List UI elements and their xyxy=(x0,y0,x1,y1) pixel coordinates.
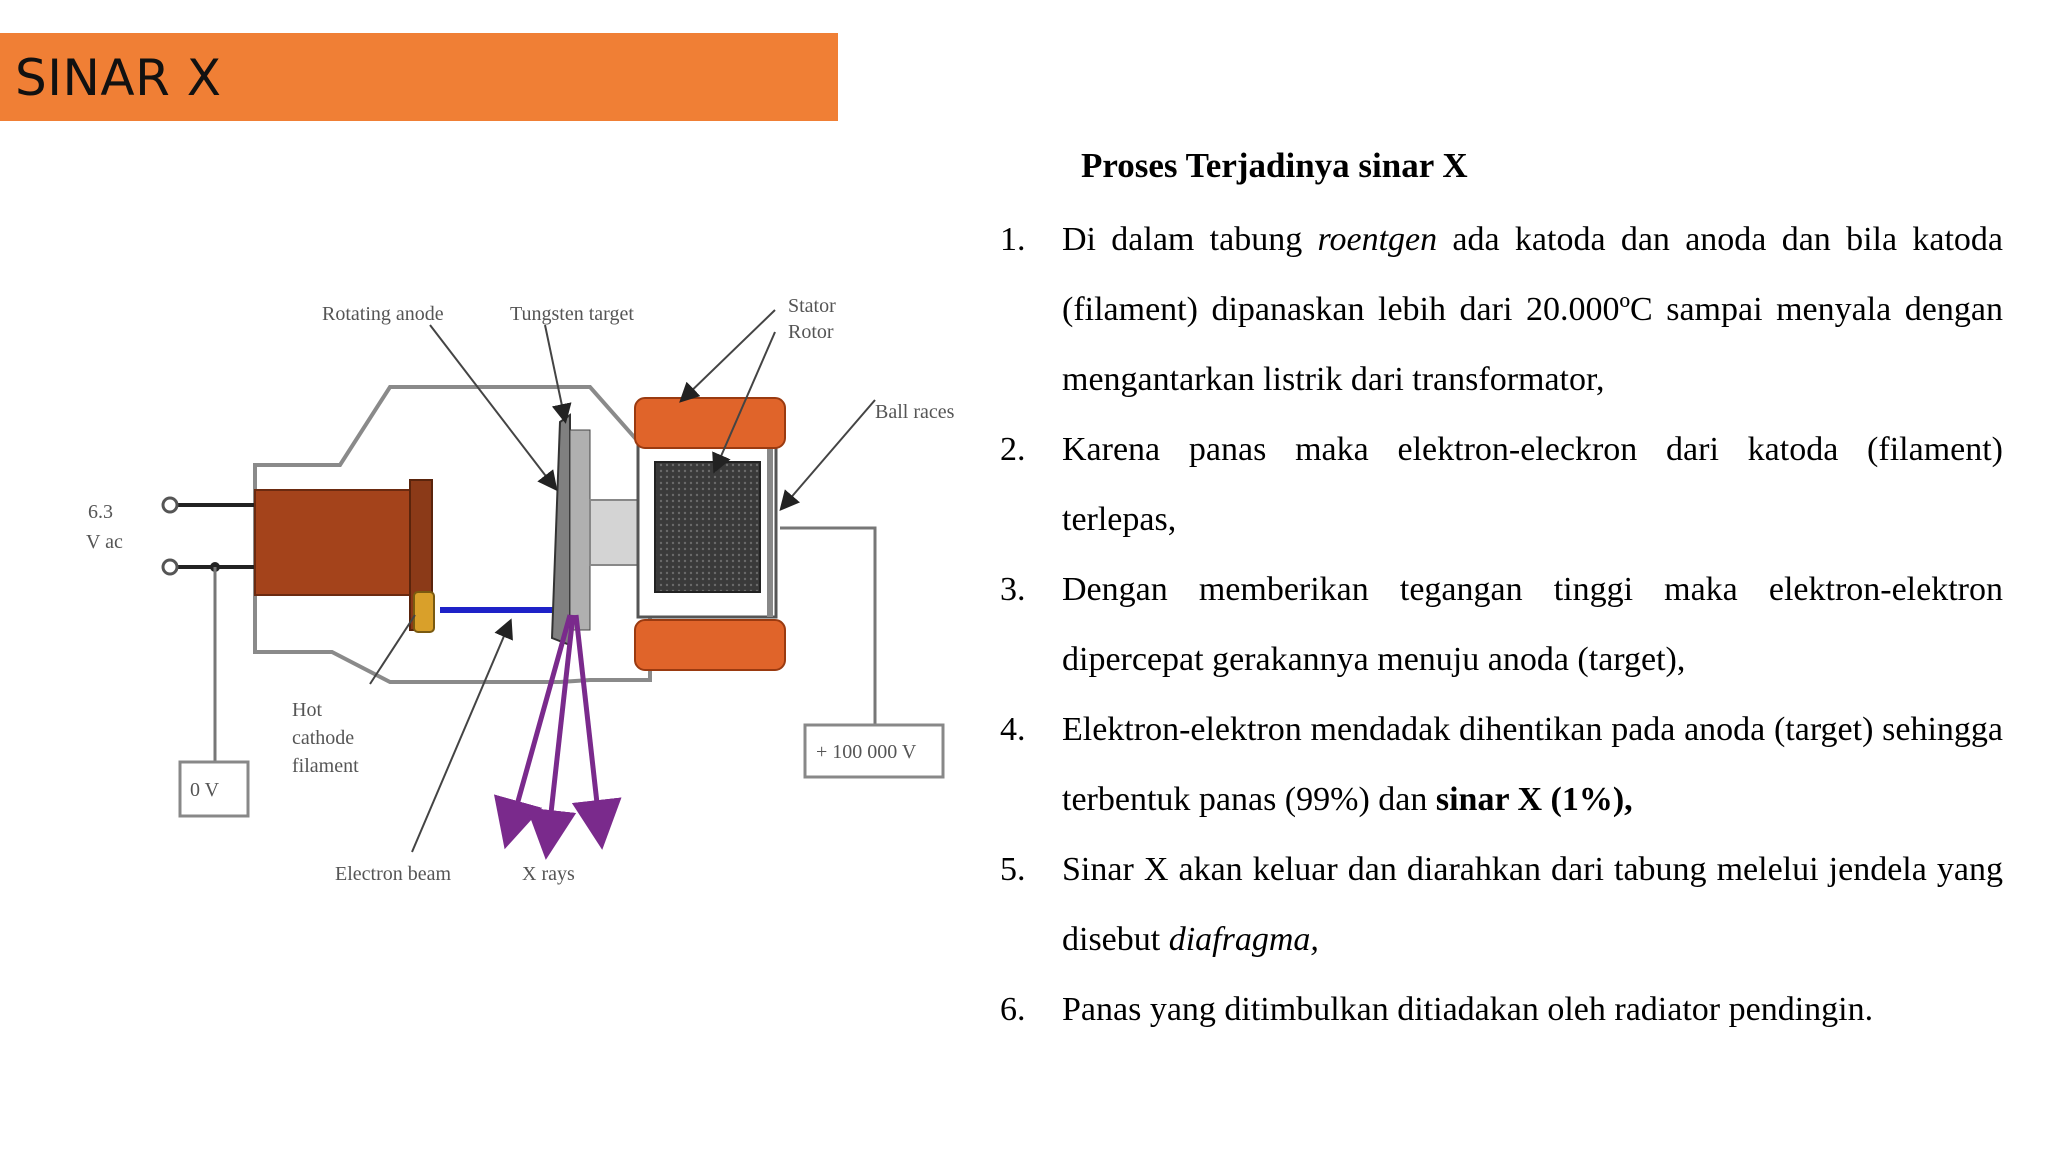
label-zero-volt: 0 V xyxy=(190,779,220,801)
label-hot: Hot xyxy=(292,699,322,721)
label-rotating-anode: Rotating anode xyxy=(322,303,444,325)
step-number: 2. xyxy=(1000,431,1026,468)
process-step: 1. Di dalam tabung roentgen ada katoda da… xyxy=(1000,205,2003,415)
step-text: Elektron-elektron mendadak dihentikan pa… xyxy=(1062,711,2003,818)
terminal-top xyxy=(161,496,179,514)
anode-disk xyxy=(569,429,591,631)
step-italic: diafragma, xyxy=(1168,921,1319,958)
x-ray-1 xyxy=(493,614,573,850)
label-cathode: cathode xyxy=(292,727,354,749)
title-bar: SINAR X xyxy=(0,33,838,121)
pointer-rotor xyxy=(712,331,776,474)
cathode-block xyxy=(254,489,414,596)
pointer-ball-races xyxy=(779,399,876,512)
pointer-tungsten-target xyxy=(544,324,572,424)
process-step: 6. Panas yang ditimbulkan ditiadakan oleh… xyxy=(1000,975,2003,1045)
label-electron-beam: Electron beam xyxy=(335,863,451,885)
slide-title: SINAR X xyxy=(15,49,222,107)
step-text: Di dalam tabung xyxy=(1062,221,1318,258)
anode-shaft xyxy=(589,499,641,566)
step-text: Dengan memberikan tegangan tinggi maka e… xyxy=(1062,571,2003,678)
step-number: 4. xyxy=(1000,711,1026,748)
label-stator: Stator xyxy=(788,295,836,317)
process-step: 2. Karena panas maka elektron-eleckron da… xyxy=(1000,415,2003,555)
x-ray-3 xyxy=(571,614,622,850)
pointer-electron-beam xyxy=(411,618,513,853)
label-high-volt: + 100 000 V xyxy=(816,741,917,763)
anode-lead xyxy=(780,526,877,725)
hot-filament xyxy=(413,591,435,633)
step-bold: sinar X (1%), xyxy=(1435,781,1633,818)
label-rotor: Rotor xyxy=(788,321,834,343)
x-ray-2 xyxy=(526,614,577,860)
step-number: 1. xyxy=(1000,221,1026,258)
process-step: 4. Elektron-elektron mendadak dihentikan … xyxy=(1000,695,2003,835)
step-text: ada katoda dan anoda dan bila katoda (fi… xyxy=(1062,221,2003,398)
label-voltage-ac-top: 6.3 xyxy=(88,501,113,523)
xray-tube-diagram: Rotating anode Tungsten target Stator Ro… xyxy=(70,270,970,900)
zero-volt-box xyxy=(178,760,250,818)
step-number: 5. xyxy=(1000,851,1026,888)
stator-coil-top xyxy=(634,397,786,449)
step-number: 6. xyxy=(1000,991,1026,1028)
xray-tube-svg: Rotating anode Tungsten target Stator Ro… xyxy=(86,295,955,885)
step-text: Sinar X akan keluar dan diarahkan dari t… xyxy=(1062,851,2003,958)
step-text: Panas yang ditimbulkan ditiadakan oleh r… xyxy=(1062,991,1874,1028)
step-text: Karena panas maka elektron-eleckron dari… xyxy=(1062,431,2003,538)
stator-coil-bottom xyxy=(634,619,786,671)
label-tungsten-target: Tungsten target xyxy=(510,303,634,325)
step-italic: roentgen xyxy=(1317,221,1438,258)
process-step: 5. Sinar X akan keluar dan diarahkan dari… xyxy=(1000,835,2003,975)
rotor-core xyxy=(654,461,761,593)
label-ball-races: Ball races xyxy=(875,401,955,423)
step-number: 3. xyxy=(1000,571,1026,608)
process-heading: Proses Terjadinya sinar X xyxy=(1081,146,1468,185)
high-volt-box xyxy=(803,723,945,779)
label-x-rays: X rays xyxy=(522,863,575,885)
pointer-stator xyxy=(679,309,776,403)
terminal-bottom xyxy=(161,558,179,576)
process-steps-list: 1. Di dalam tabung roentgen ada katoda da… xyxy=(1000,205,2003,1045)
pointer-rotating-anode xyxy=(429,324,558,492)
label-voltage-ac-bottom: V ac xyxy=(86,531,123,553)
label-filament: filament xyxy=(292,755,359,777)
pointer-filament xyxy=(369,614,416,685)
process-step: 3. Dengan memberikan tegangan tinggi maka… xyxy=(1000,555,2003,695)
